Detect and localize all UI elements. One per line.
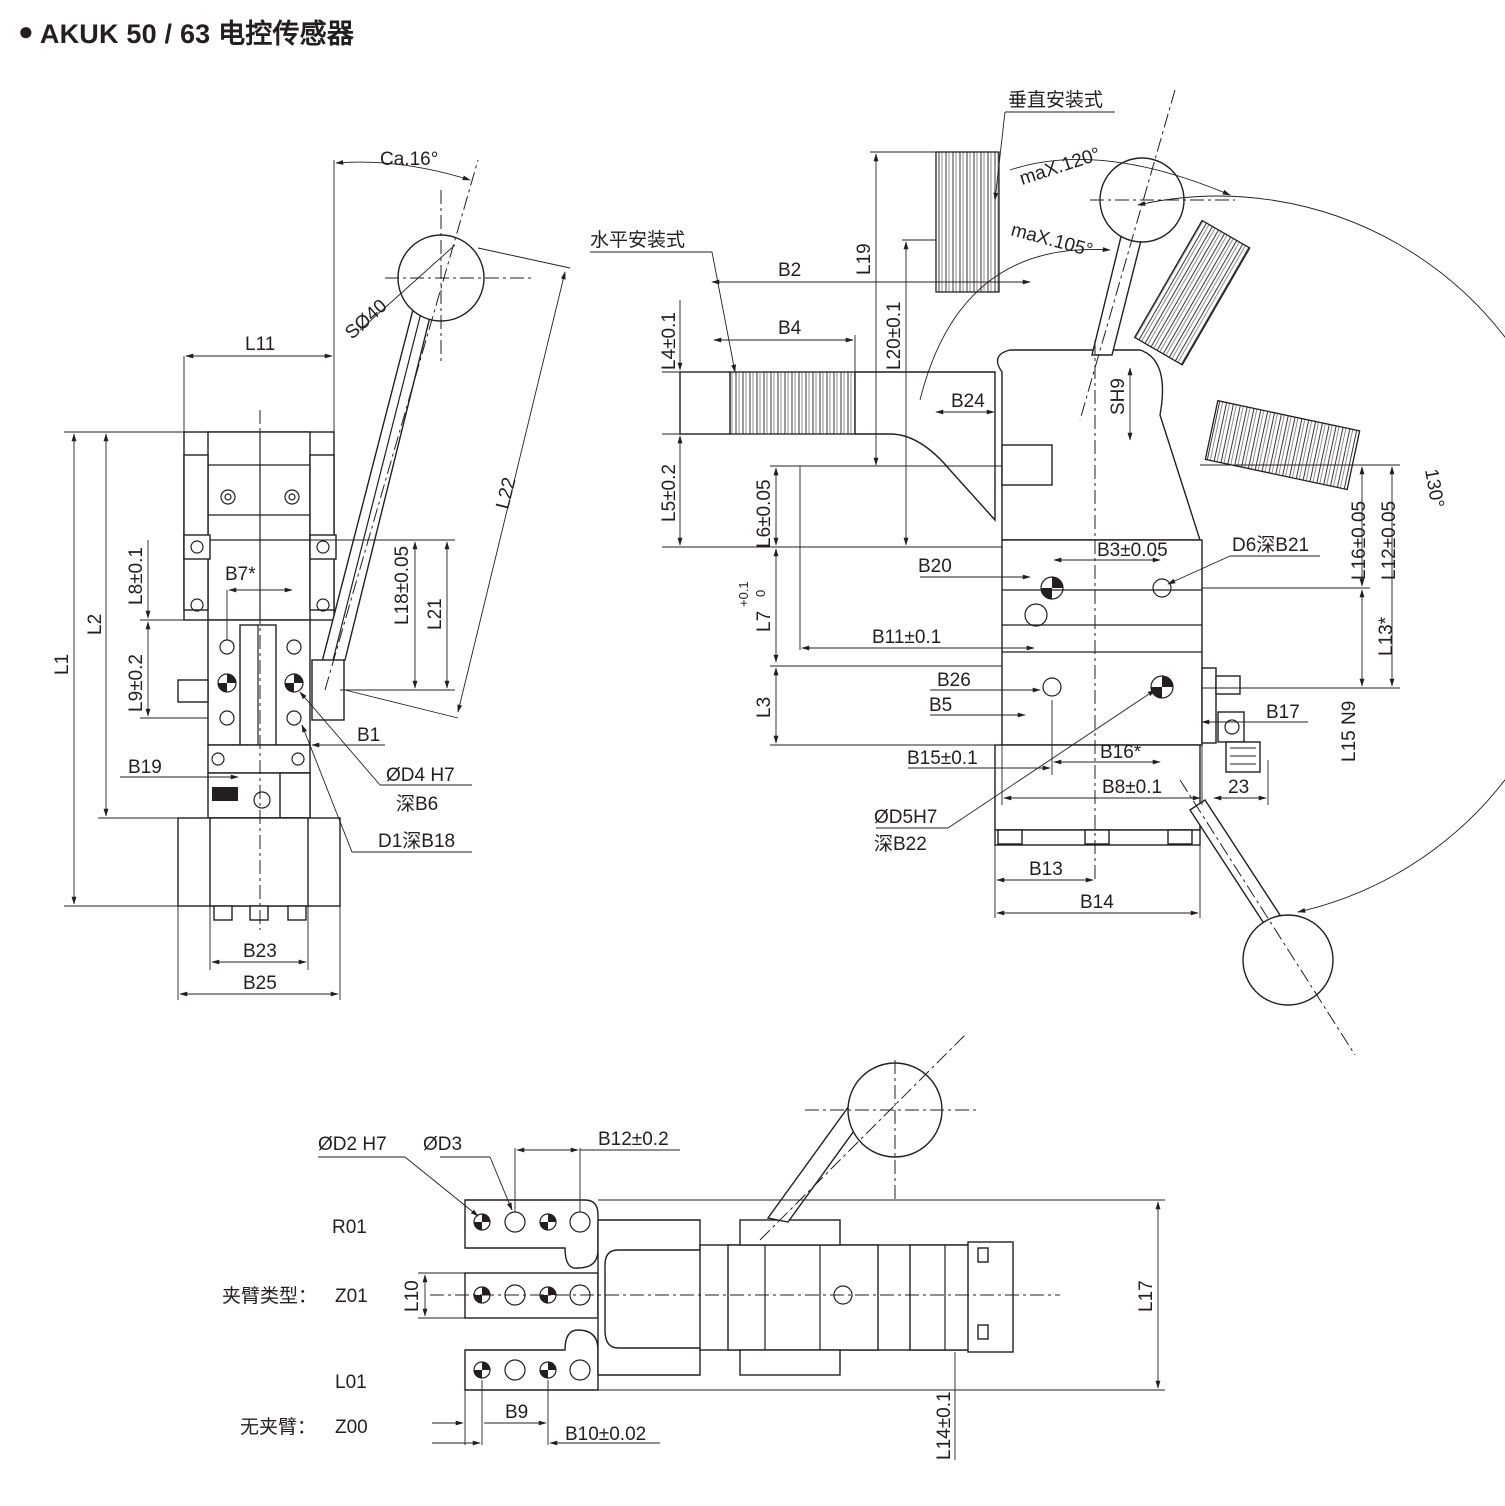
dim-b20: B20: [918, 556, 952, 577]
dim-l18: L18±0.05: [392, 546, 413, 625]
label-d4: ØD4 H7: [386, 765, 455, 786]
dim-l14: L14±0.1: [934, 1391, 955, 1460]
dim-l4: L4±0.1: [659, 312, 680, 370]
label-b22: 深B22: [874, 833, 927, 855]
arm-l01: L01: [335, 1372, 367, 1393]
dim-l21: L21: [425, 598, 446, 630]
dim-b17: B17: [1266, 702, 1300, 723]
dim-l17: L17: [1136, 1280, 1157, 1312]
dim-b7: B7*: [225, 564, 256, 585]
ball-dia: SØ40: [341, 296, 391, 344]
dim-b11: B11±0.1: [872, 627, 941, 648]
right-view: maX.120° maX.105° 130° 垂直安装式 水平安装式 B2 B4…: [590, 89, 1505, 1056]
horizontal-mount-label: 水平安装式: [590, 229, 685, 251]
label-d1: D1深B18: [378, 830, 455, 852]
dim-l15: L15 N9: [1339, 701, 1360, 762]
dim-b1: B1: [357, 725, 380, 746]
arm-r01: R01: [332, 1217, 367, 1238]
dim-l8: L8±0.1: [126, 547, 147, 605]
dim-l7: L7: [754, 611, 775, 632]
arm-z01: Z01: [335, 1286, 368, 1307]
dim-l13: L13*: [1376, 616, 1397, 656]
dim-sh9: SH9: [1108, 378, 1129, 415]
dim-l20: L20±0.1: [884, 301, 905, 370]
dim-b26: B26: [937, 670, 971, 691]
dim-l2: L2: [85, 614, 106, 635]
dim-b15: B15±0.1: [907, 748, 978, 769]
dim-l16: L16±0.05: [1349, 501, 1370, 580]
dim-b23: B23: [243, 941, 277, 962]
dim-b12: B12±0.2: [598, 1129, 669, 1150]
dim-l5: L5±0.2: [659, 464, 680, 522]
left-view: Ca.16° SØ40 L11 L1 L2 L8±0.1 L9±0.2 L18±…: [52, 149, 571, 1000]
dim-l9: L9±0.2: [126, 654, 147, 712]
dim-l6: L6±0.05: [754, 479, 775, 548]
arm-z00: Z00: [335, 1417, 368, 1438]
dim-b24: B24: [951, 391, 985, 412]
dim-b5: B5: [929, 695, 952, 716]
dim-l19: L19: [854, 243, 875, 275]
label-d6: D6深B21: [1232, 534, 1309, 556]
dim-b19: B19: [128, 757, 162, 778]
dim-l22: L22: [492, 475, 520, 511]
label-d3: ØD3: [423, 1134, 462, 1155]
angle-130: 130°: [1420, 467, 1448, 509]
arm-type-label: 夹臂类型：: [222, 1285, 317, 1307]
dim-23: 23: [1228, 777, 1249, 798]
dim-b13: B13: [1029, 859, 1063, 880]
label-b6: 深B6: [396, 793, 438, 815]
dim-b25: B25: [243, 973, 277, 994]
bullet-icon: ●: [18, 16, 34, 46]
dim-l7-tol-up: +0.1: [736, 581, 751, 607]
dim-b4: B4: [778, 318, 802, 339]
dim-l11: L11: [245, 334, 275, 355]
label-d2: ØD2 H7: [318, 1134, 387, 1155]
dim-l10: L10: [402, 1280, 423, 1312]
angle-ca16: Ca.16°: [380, 149, 438, 170]
angle-120: maX.120°: [1017, 144, 1103, 190]
dim-l7-tol-dn: 0: [753, 590, 768, 597]
angle-105: maX.105°: [1009, 220, 1095, 262]
no-arm-label: 无夹臂：: [240, 1416, 316, 1438]
dim-b8: B8±0.1: [1102, 777, 1162, 798]
dim-b16: B16*: [1100, 742, 1142, 763]
dim-l3: L3: [754, 697, 775, 718]
dim-b14: B14: [1080, 892, 1114, 913]
label-d5: ØD5H7: [874, 807, 937, 828]
title-text: AKUK 50 / 63 电控传感器: [39, 19, 355, 49]
dim-b9: B9: [505, 1402, 528, 1423]
bottom-view: R01 夹臂类型： Z01 L01 无夹臂： Z00 ØD2 H7 ØD3 B1…: [222, 1034, 1165, 1460]
dim-l12: L12±0.05: [1379, 501, 1400, 580]
page-title: ● AKUK 50 / 63 电控传感器: [18, 12, 354, 51]
dim-l1: L1: [52, 654, 73, 675]
hole-pattern: [473, 1211, 591, 1381]
dim-b3: B3±0.05: [1097, 540, 1168, 561]
dim-b10: B10±0.02: [565, 1424, 646, 1445]
vertical-mount-label: 垂直安装式: [1008, 89, 1103, 111]
dim-b2: B2: [778, 260, 801, 281]
